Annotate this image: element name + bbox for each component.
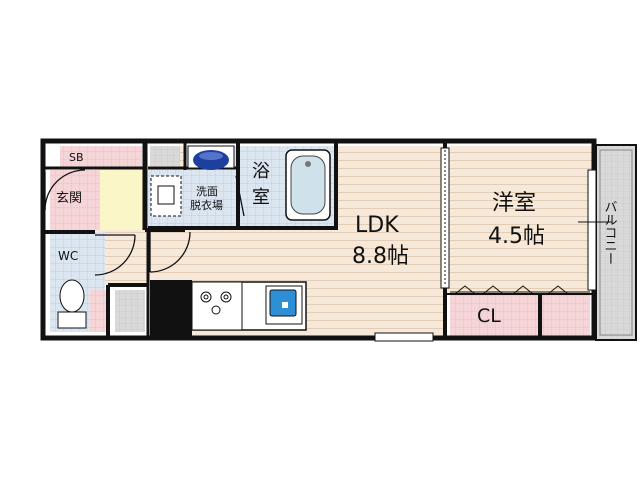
label-wc: WC: [58, 249, 78, 263]
label-sb: SB: [69, 151, 84, 164]
label-senmen-1: 洗面: [196, 185, 218, 198]
windows: [374, 169, 597, 342]
label-youshitsu-name: 洋室: [492, 191, 536, 216]
label-cl: CL: [477, 305, 501, 327]
closet-doors: [450, 285, 590, 295]
sb-side-floor: [100, 146, 142, 168]
balcony: [595, 144, 637, 341]
sink-icon: [269, 289, 297, 317]
label-balcony: バルコニー: [602, 200, 618, 265]
upper-storage: [150, 146, 180, 166]
washbasin-icon: [150, 175, 182, 217]
washer-icon: [187, 145, 235, 170]
label-yoku-1: 浴: [252, 161, 270, 182]
label-yoku-2: 室: [252, 187, 270, 208]
bathtub-icon: [285, 149, 331, 221]
kitchen-counter: [150, 280, 307, 336]
stove-icon: [200, 291, 232, 315]
label-ldk-size: 8.8帖: [352, 244, 409, 269]
storage-gray: [115, 290, 145, 332]
sb-floor: [60, 146, 100, 168]
doors: [44, 169, 245, 276]
entrance-hall: [100, 168, 145, 230]
label-genkan: 玄関: [56, 191, 82, 206]
label-senmen-2: 脱衣場: [190, 198, 223, 212]
wc-side-tile: [90, 290, 106, 332]
toilet-icon: [57, 279, 87, 329]
label-youshitsu-size: 4.5帖: [488, 224, 545, 249]
cl-floor: [450, 294, 590, 336]
sliding-partition: [440, 147, 450, 289]
youshitsu-floor: [445, 146, 593, 294]
label-ldk-name: LDK: [355, 213, 399, 238]
